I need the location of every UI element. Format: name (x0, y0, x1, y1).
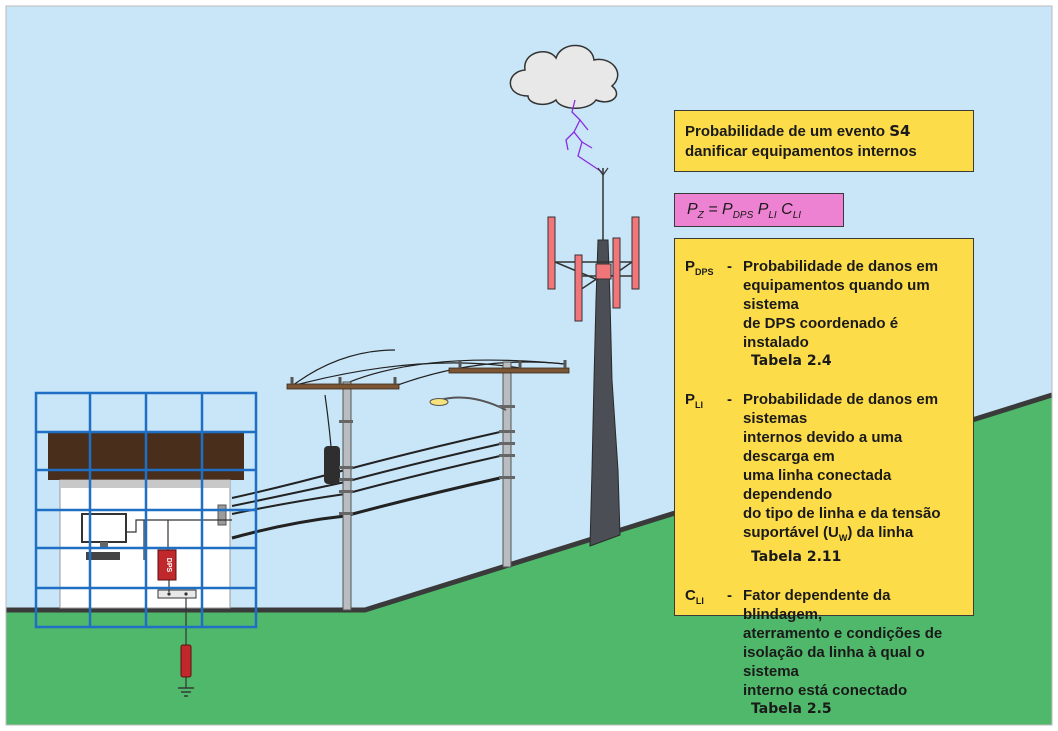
antenna-panel (612, 237, 621, 309)
utility-pole (429, 360, 570, 568)
definition-dash: - (727, 258, 732, 275)
table-reference: Tabela 2.11 (751, 549, 842, 565)
definition-line: Fator dependente da blindagem, (743, 587, 891, 623)
frame (5, 5, 1053, 726)
ground-symbol-icon (178, 687, 194, 697)
grounding-bar (157, 589, 197, 599)
definitions-box: PDPS - Probabilidade de danos em equipam… (674, 238, 974, 717)
street-lamp (429, 398, 449, 406)
service-entrance-box (217, 504, 227, 526)
definition-cli: CLI - Fator dependente da blindagem, ate… (685, 586, 967, 719)
definition-line: internos devido a uma descarga em (743, 429, 903, 465)
definition-line: Probabilidade de danos em sistemas (743, 391, 939, 427)
antenna-panel (547, 216, 556, 290)
event-code: S4 (889, 122, 911, 140)
definition-symbol: PDPS (685, 258, 714, 277)
title-box: Probabilidade de um evento S4 danificar … (674, 110, 974, 172)
table-reference: Tabela 2.5 (751, 701, 832, 717)
definition-symbol: CLI (685, 587, 704, 606)
definition-pdps: PDPS - Probabilidade de danos em equipam… (685, 257, 967, 371)
definition-line: aterramento e condições de (743, 625, 943, 642)
utility-pole (286, 377, 400, 611)
antenna-hub (595, 263, 612, 280)
title-line-2: danificar equipamentos internos (685, 143, 917, 160)
definition-line: Probabilidade de danos em (743, 258, 939, 275)
definition-line: isolação da linha à qual o sistema (743, 644, 925, 680)
definition-line: uma linha conectada dependendo (743, 467, 892, 503)
cloud-icon (509, 44, 619, 109)
computer-icon (81, 513, 127, 560)
definition-line: interno está conectado (743, 682, 908, 699)
grounding-rod (180, 644, 192, 678)
antenna-panel (631, 216, 640, 290)
definition-pli: PLI - Probabilidade de danos em sistemas… (685, 390, 967, 567)
title-line-1: Probabilidade de um evento S4 (685, 122, 911, 140)
table-reference: Tabela 2.4 (751, 353, 832, 369)
definition-line: suportável (UW) da linha (743, 524, 914, 543)
antenna-panel (574, 254, 583, 322)
definition-line: de DPS coordenado é instalado (743, 315, 899, 351)
dps-label: DPS (165, 558, 172, 573)
formula-box: PZ = PDPS PLI CLI (674, 193, 844, 227)
telecom-tower (547, 167, 640, 547)
definition-dash: - (727, 391, 732, 408)
shielding-mesh (34, 391, 258, 629)
definition-dash: - (727, 587, 732, 604)
dps-device (157, 549, 177, 581)
lightning-icon (565, 99, 603, 173)
definition-symbol: PLI (685, 391, 704, 410)
definition-line: do tipo de linha e da tensão (743, 505, 941, 522)
definition-line: equipamentos quando um sistema (743, 277, 930, 313)
